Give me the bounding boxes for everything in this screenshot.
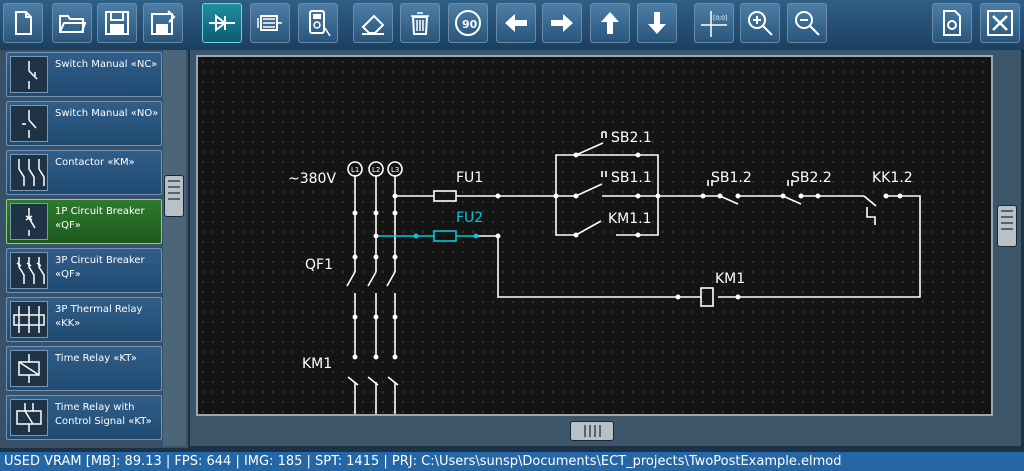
voltage-label: ~380V — [288, 171, 336, 187]
palette-item-label: Switch Manual «NC» — [55, 59, 158, 70]
time-relay-icon — [10, 350, 48, 387]
save-icon — [105, 11, 129, 35]
thermal-relay-icon — [10, 301, 48, 338]
svg-text:[0;0]: [0;0] — [713, 15, 727, 22]
delete-button[interactable] — [400, 3, 440, 43]
palette-scrollbar[interactable] — [163, 50, 186, 446]
palette-item-switch-no[interactable]: Switch Manual «NO» — [6, 101, 162, 146]
settings-document-button[interactable] — [932, 3, 972, 43]
fu1-label: FU1 — [456, 170, 483, 186]
palette-item-3p-circuit-breaker[interactable]: 3P Circuit Breaker «QF» — [6, 248, 162, 293]
palette-item-label: Switch Manual «NO» — [55, 108, 159, 119]
move-left-button[interactable] — [496, 3, 536, 43]
save-as-button[interactable] — [143, 3, 183, 43]
schematic-diagram: ~380V QF1 KM1 FU1 SB2.1 SB1.1 KM1.1 SB1.… — [288, 130, 921, 414]
km1-power-label: KM1 — [302, 356, 332, 372]
canvas-horizontal-scrollbar-thumb[interactable] — [570, 421, 614, 441]
arrow-down-icon — [648, 12, 666, 34]
close-button[interactable] — [980, 3, 1020, 43]
palette-item-label: Time Relay with Control Signal «KT» — [55, 402, 152, 427]
rotate-90-icon: 90 — [455, 10, 481, 36]
open-button[interactable] — [52, 3, 92, 43]
new-file-button[interactable] — [3, 3, 43, 43]
motor-icon — [257, 15, 282, 31]
move-down-button[interactable] — [637, 3, 677, 43]
save-button[interactable] — [97, 3, 137, 43]
zoom-in-button[interactable] — [740, 3, 780, 43]
close-icon — [987, 10, 1013, 36]
zoom-in-icon — [748, 11, 773, 36]
palette-item-label: 3P Circuit Breaker «QF» — [55, 255, 145, 280]
palette-item-contactor[interactable]: Contactor «KM» — [6, 150, 162, 195]
motor-button[interactable] — [250, 3, 290, 43]
palette-item-label: 1P Circuit Breaker «QF» — [55, 206, 145, 231]
zoom-out-icon — [795, 11, 820, 36]
move-right-button[interactable] — [542, 3, 582, 43]
sb11-label: SB1.1 — [611, 170, 652, 186]
component-palette: Switch Manual «NC» Switch Manual «NO» Co… — [4, 50, 162, 448]
schematic-canvas[interactable]: ~380V QF1 KM1 FU1 SB2.1 SB1.1 KM1.1 SB1.… — [196, 55, 993, 416]
circuit-breaker-3p-icon — [10, 252, 48, 289]
eraser-icon — [361, 14, 385, 35]
origin-icon: [0;0] — [701, 11, 727, 37]
palette-item-time-relay-control[interactable]: Time Relay with Control Signal «KT» — [6, 395, 162, 440]
new-file-icon — [15, 11, 32, 35]
status-bar: USED VRAM [MB]: 89.13 | FPS: 644 | IMG: … — [0, 452, 1024, 471]
diode-mode-button[interactable] — [202, 3, 242, 43]
l2-label: L2 — [372, 166, 380, 174]
arrow-up-icon — [601, 12, 619, 34]
palette-item-1p-circuit-breaker[interactable]: 1P Circuit Breaker «QF» — [6, 199, 162, 244]
origin-button[interactable]: [0;0] — [694, 3, 734, 43]
toolbar: 90 [0;0] — [0, 0, 1024, 51]
sb21-label: SB2.1 — [611, 130, 652, 146]
canvas-vertical-scrollbar-thumb[interactable] — [997, 205, 1017, 247]
palette-item-switch-nc[interactable]: Switch Manual «NC» — [6, 52, 162, 97]
settings-document-icon — [943, 10, 961, 36]
move-up-button[interactable] — [590, 3, 630, 43]
canvas-vertical-scrollbar[interactable] — [995, 50, 1021, 446]
diode-mode-icon — [209, 13, 235, 33]
multimeter-icon — [309, 10, 331, 37]
km1-coil-label: KM1 — [715, 271, 745, 287]
canvas-horizontal-scrollbar[interactable] — [190, 420, 1000, 446]
palette-item-label: 3P Thermal Relay «KK» — [55, 304, 143, 329]
palette-scrollbar-thumb[interactable] — [164, 175, 184, 217]
rotate-90-button[interactable]: 90 — [448, 3, 488, 43]
svg-text:90: 90 — [462, 18, 478, 31]
switch-nc-icon — [10, 56, 48, 93]
arrow-right-icon — [551, 14, 573, 32]
save-as-icon — [151, 10, 176, 35]
palette-item-time-relay[interactable]: Time Relay «KT» — [6, 346, 162, 391]
km11-label: KM1.1 — [608, 211, 652, 227]
l3-label: L3 — [391, 166, 399, 174]
eraser-button[interactable] — [353, 3, 393, 43]
fu2-label: FU2 — [456, 210, 483, 226]
trash-icon — [411, 12, 429, 35]
palette-item-3p-thermal-relay[interactable]: 3P Thermal Relay «KK» — [6, 297, 162, 342]
time-relay-control-icon — [10, 399, 48, 436]
circuit-breaker-1p-icon — [10, 203, 48, 240]
arrow-left-icon — [505, 14, 527, 32]
multimeter-button[interactable] — [298, 3, 338, 43]
palette-item-label: Time Relay «KT» — [55, 353, 137, 364]
l1-label: L1 — [351, 166, 359, 174]
qf1-label: QF1 — [305, 257, 333, 273]
contactor-icon — [10, 154, 48, 191]
switch-no-icon — [10, 105, 48, 142]
zoom-out-button[interactable] — [787, 3, 827, 43]
palette-item-label: Contactor «KM» — [55, 157, 135, 168]
sb12-label: SB1.2 — [711, 170, 752, 186]
kk12-label: KK1.2 — [872, 170, 913, 186]
open-folder-icon — [59, 15, 87, 33]
sb22-label: SB2.2 — [791, 170, 832, 186]
